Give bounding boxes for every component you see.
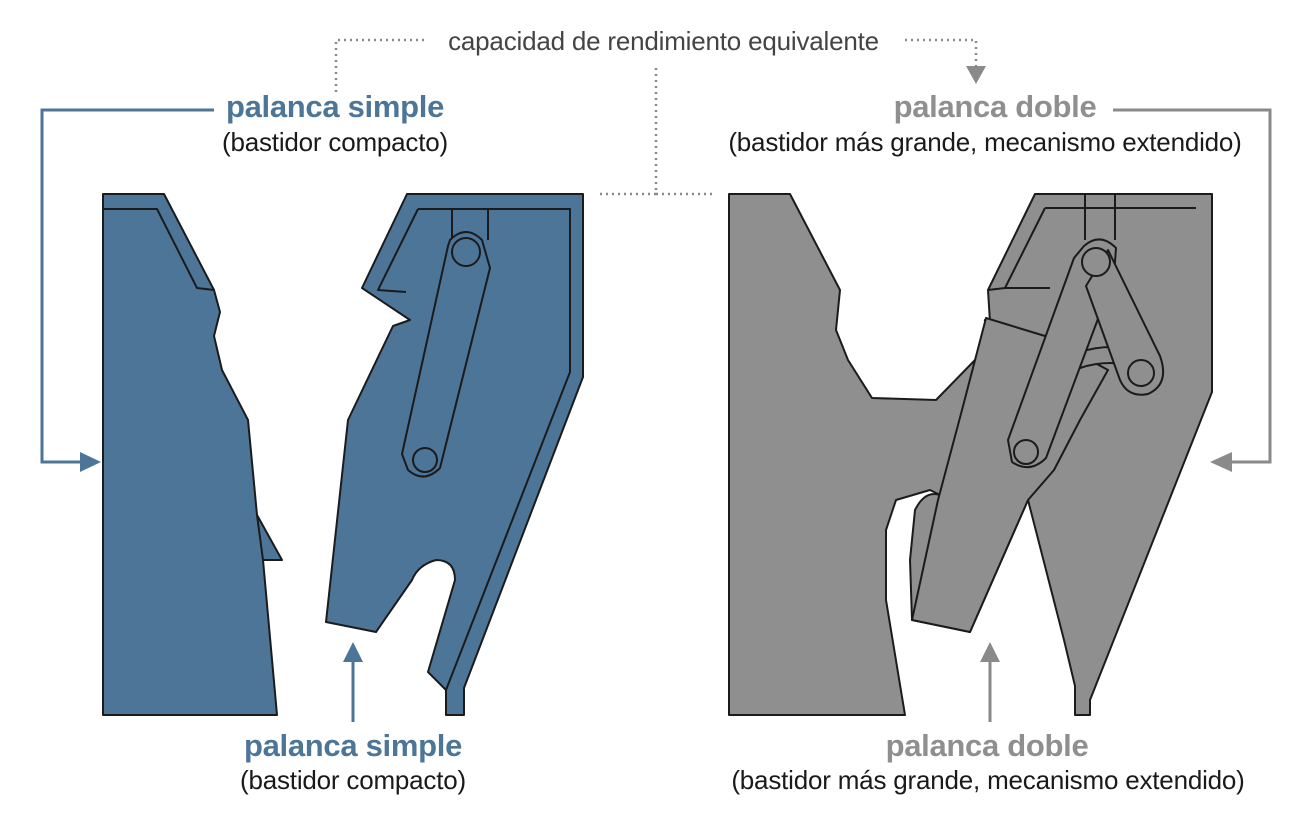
upper-pivot-pin	[451, 237, 481, 267]
center-slot	[1084, 194, 1116, 240]
left-title-bottom: palanca simple	[243, 728, 463, 763]
arrow-down-icon	[966, 66, 986, 84]
up-arrow-left	[343, 642, 363, 722]
lower-pivot-pin	[412, 447, 438, 473]
dotted-connector-left	[334, 38, 430, 92]
up-arrow-right	[980, 642, 1000, 722]
arrow-up-icon	[343, 642, 363, 662]
left-jaw-inner-edge	[103, 208, 215, 291]
dotted-connector-center	[598, 68, 715, 196]
double-lever-mechanism	[728, 193, 1213, 716]
left-jaw	[102, 193, 283, 716]
upper-pivot-pin	[1081, 247, 1111, 277]
upper-hook	[987, 207, 1050, 291]
left-title-top: palanca simple	[225, 89, 445, 124]
bracket-arrow-right	[1113, 108, 1272, 464]
right-pivot-pin	[1127, 359, 1155, 387]
equivalence-caption: capacidad de rendimiento equivalente	[424, 28, 903, 54]
arrow-up-icon	[980, 642, 1000, 662]
equivalence-connectors	[334, 38, 978, 196]
arrow-left-icon	[1210, 452, 1232, 472]
bracket-arrow-left	[40, 108, 214, 464]
right-jaw-slot	[451, 209, 489, 240]
left-subtitle-top: (bastidor compacto)	[222, 127, 448, 157]
lever-link-bar-b	[1085, 249, 1164, 396]
right-jaw-hook	[377, 208, 419, 293]
single-lever-mechanism	[102, 193, 584, 716]
right-title-top: palanca doble	[893, 89, 1097, 124]
lever-link-bar	[401, 231, 491, 478]
left-jaw-lower-step	[256, 514, 264, 561]
right-subtitle-top: (bastidor más grande, mecanismo extendid…	[728, 127, 1242, 157]
left-subtitle-bottom: (bastidor compacto)	[240, 765, 466, 795]
arrow-right-icon	[80, 452, 101, 472]
right-subtitle-bottom: (bastidor más grande, mecanismo extendid…	[731, 765, 1245, 795]
lower-pivot-pin	[1013, 439, 1039, 465]
right-jaw	[325, 193, 584, 716]
right-title-bottom: palanca doble	[885, 728, 1089, 763]
right-jaw-inner-frame	[418, 208, 571, 691]
